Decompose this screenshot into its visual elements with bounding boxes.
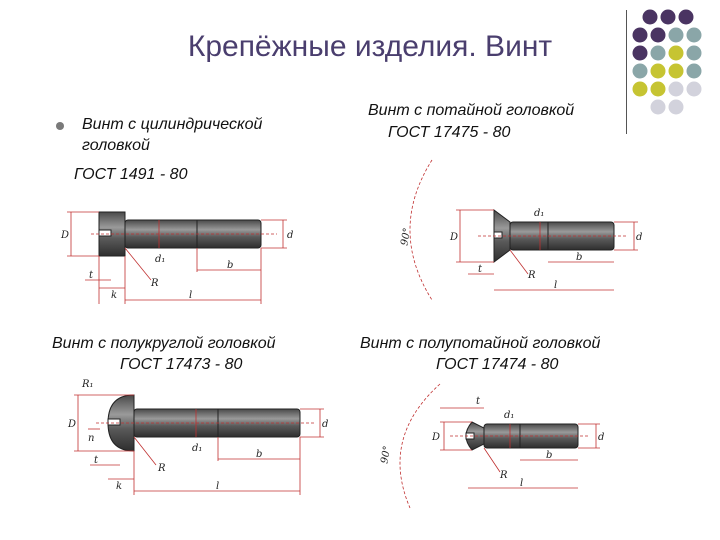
label-R: R (150, 278, 159, 289)
label-b: b (546, 450, 552, 461)
decorative-dot (632, 81, 648, 97)
caption-cylindrical: Винт с цилиндрической головкой (82, 114, 262, 156)
label-R: R (499, 470, 508, 481)
label-R: R (527, 270, 536, 281)
decorative-dot (632, 27, 648, 43)
label-n: n (88, 433, 94, 444)
label-d: d (287, 230, 293, 241)
caption-cylindrical-gost: ГОСТ 1491 - 80 (74, 166, 188, 183)
page-title: Крепёжные изделия. Винт (187, 30, 553, 63)
label-d1: d₁ (504, 410, 514, 421)
label-d: d (598, 432, 604, 443)
drawing-round-screw: R₁ D d d₁ b l k t n R (67, 379, 328, 495)
decorative-dot (632, 45, 648, 61)
decorative-dot (668, 27, 684, 43)
label-k: k (116, 481, 122, 492)
bullet-dot (56, 122, 64, 130)
label-l: l (554, 280, 557, 291)
decorative-dot (668, 45, 684, 61)
label-D: D (431, 432, 440, 443)
decorative-dot (686, 63, 702, 79)
label-t: t (478, 264, 483, 275)
decorative-dot (668, 81, 684, 97)
caption-cylindrical-line1: Винт с цилиндрической (82, 116, 263, 133)
decorative-dot (650, 27, 666, 43)
drawing-cylindrical-screw: D d d₁ b l k t R (60, 211, 293, 304)
caption-round-line1: Винт с полукруглой головкой (52, 335, 276, 352)
label-l: l (520, 478, 523, 489)
drawing-raised-countersunk-screw: 90° D d d₁ b l t R (379, 383, 604, 509)
divider-line (626, 10, 627, 134)
decorative-dot (650, 99, 666, 115)
label-k: k (111, 290, 117, 301)
caption-cylindrical-line2: головкой (82, 137, 150, 154)
label-t: t (94, 455, 99, 466)
label-angle: 90° (399, 227, 413, 246)
decorative-dot (686, 45, 702, 61)
label-angle: 90° (379, 445, 393, 464)
caption-countersunk-line1: Винт с потайной головкой (368, 102, 575, 119)
label-l: l (189, 290, 192, 301)
decorative-dot (632, 63, 648, 79)
label-D: D (449, 232, 458, 243)
label-R1: R₁ (81, 379, 94, 390)
label-d1: d₁ (155, 254, 165, 265)
drawing-countersunk-screw: 90° D d d₁ b l t R (399, 159, 642, 301)
label-d1: d₁ (534, 208, 544, 219)
label-l: l (216, 481, 219, 492)
label-t: t (89, 270, 94, 281)
decorative-dot (650, 81, 666, 97)
caption-countersunk-line2: ГОСТ 17475 - 80 (388, 124, 511, 141)
decorative-dot (668, 99, 684, 115)
label-b: b (576, 252, 582, 263)
label-d: d (322, 419, 328, 430)
decorative-dot (650, 45, 666, 61)
decorative-dot (686, 27, 702, 43)
label-t: t (476, 396, 481, 407)
angle-arc (409, 159, 433, 301)
label-R: R (157, 463, 166, 474)
decorative-dot (668, 63, 684, 79)
caption-raised-line1: Винт с полупотайной головкой (360, 335, 601, 352)
decorative-dot-grid (632, 9, 702, 115)
decorative-dot (642, 9, 658, 25)
angle-arc (399, 383, 441, 509)
label-b: b (256, 449, 262, 460)
label-b: b (227, 260, 233, 271)
caption-raised-line2: ГОСТ 17474 - 80 (436, 356, 559, 373)
decorative-dot (686, 81, 702, 97)
caption-round-line2: ГОСТ 17473 - 80 (120, 356, 243, 373)
label-d: d (636, 232, 642, 243)
decorative-dot (650, 63, 666, 79)
label-D: D (60, 230, 69, 241)
screw-head (493, 209, 511, 263)
decorative-dot (678, 9, 694, 25)
decorative-dot (660, 9, 676, 25)
label-D: D (67, 419, 76, 430)
label-d1: d₁ (192, 443, 202, 454)
